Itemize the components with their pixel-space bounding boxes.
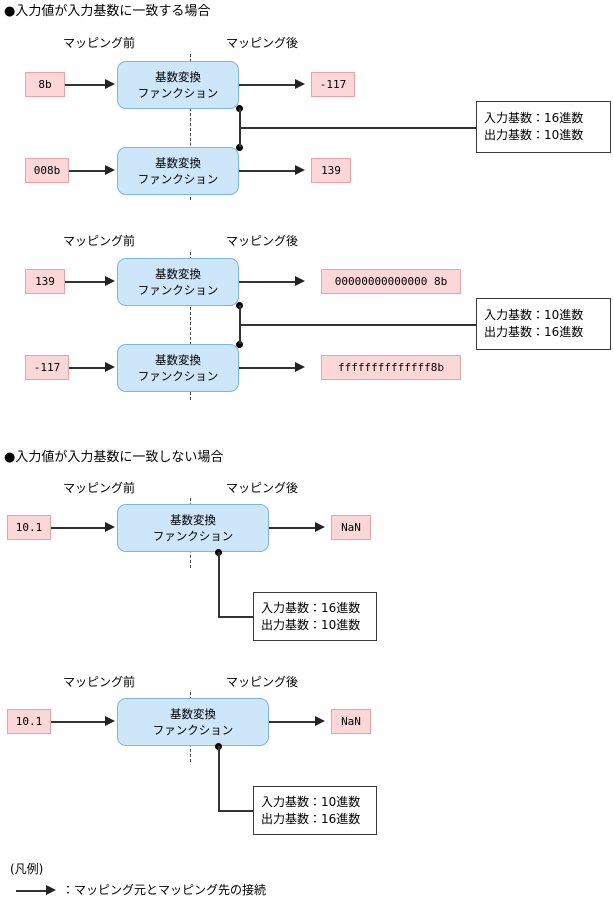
process-label-line2: ファンクション <box>152 723 234 737</box>
process-label-line2: ファンクション <box>152 529 234 543</box>
radix-note-box: 入力基数：10進数 出力基数：16進数 <box>476 298 611 350</box>
process-box: 基数変換 ファンクション <box>117 504 269 552</box>
arrow-icon <box>295 276 305 286</box>
note-line-input-radix: 入力基数：10進数 <box>261 794 361 809</box>
connector-line <box>69 170 107 172</box>
process-label-line1: 基数変換 <box>155 353 201 367</box>
input-value-chip: 8b <box>25 72 65 97</box>
connector-line <box>269 527 317 529</box>
input-value-chip: 10.1 <box>7 709 51 734</box>
junction-dot <box>236 144 243 151</box>
arrow-icon <box>105 362 115 372</box>
note-connector-vertical <box>218 552 220 617</box>
output-value-chip: NaN <box>331 515 371 540</box>
note-line-output-radix: 出力基数：10進数 <box>261 617 361 632</box>
radix-note-box: 入力基数：10進数 出力基数：16進数 <box>253 786 377 835</box>
output-value-chip: -117 <box>311 72 355 97</box>
input-value-chip: -117 <box>25 355 69 380</box>
column-caption-before-4: マッピング前 <box>63 675 136 689</box>
note-line-input-radix: 入力基数：16進数 <box>261 600 361 615</box>
process-label-line2: ファンクション <box>137 283 219 297</box>
note-line-input-radix: 入力基数：10進数 <box>484 308 584 322</box>
note-connector-horizontal <box>239 127 476 129</box>
process-label-line1: 基数変換 <box>155 267 201 281</box>
arrow-icon <box>105 716 115 726</box>
note-line-output-radix: 出力基数：10進数 <box>484 128 584 142</box>
mapping-divider-1 <box>190 54 191 200</box>
column-caption-after-4: マッピング後 <box>226 675 299 689</box>
arrow-icon <box>105 276 115 286</box>
column-caption-after-3: マッピング後 <box>226 481 299 495</box>
arrow-icon <box>295 165 305 175</box>
arrow-icon <box>105 79 115 89</box>
output-value-chip: 00000000000000 8b <box>321 269 461 294</box>
process-label-line2: ファンクション <box>137 172 219 186</box>
note-line-input-radix: 入力基数：16進数 <box>484 111 584 125</box>
connector-line <box>239 367 297 369</box>
mapping-divider-2 <box>190 252 191 400</box>
arrow-icon <box>315 522 325 532</box>
connector-line <box>65 281 107 283</box>
column-caption-after-1: マッピング後 <box>226 36 299 50</box>
radix-note-box: 入力基数：16進数 出力基数：10進数 <box>253 592 377 641</box>
arrow-icon <box>315 716 325 726</box>
process-label-line1: 基数変換 <box>155 156 201 170</box>
legend-arrow-line <box>16 890 48 892</box>
output-value-chip: ffffffffffffff8b <box>321 355 461 380</box>
arrow-icon <box>295 362 305 372</box>
process-box: 基数変換 ファンクション <box>117 258 239 306</box>
connector-line <box>269 721 317 723</box>
note-connector-horizontal <box>218 810 254 812</box>
process-box: 基数変換 ファンクション <box>117 61 239 109</box>
section-heading-match: ●入力値が入力基数に一致する場合 <box>4 4 211 19</box>
output-value-chip: 139 <box>311 158 351 183</box>
column-caption-before-1: マッピング前 <box>63 36 136 50</box>
process-box: 基数変換 ファンクション <box>117 698 269 746</box>
process-box: 基数変換 ファンクション <box>117 344 239 392</box>
process-label-line2: ファンクション <box>137 86 219 100</box>
output-value-chip: NaN <box>331 709 371 734</box>
process-label-line1: 基数変換 <box>170 513 216 527</box>
section-heading-nomatch: ●入力値が入力基数に一致しない場合 <box>4 450 224 465</box>
arrow-icon <box>105 522 115 532</box>
connector-line <box>51 721 107 723</box>
process-box: 基数変換 ファンクション <box>117 147 239 195</box>
column-caption-before-2: マッピング前 <box>63 234 136 248</box>
note-connector-vertical <box>218 746 220 811</box>
legend-title: (凡例) <box>10 862 44 876</box>
note-connector-horizontal <box>218 616 254 618</box>
input-value-chip: 008b <box>25 158 69 183</box>
connector-line <box>69 367 107 369</box>
legend-arrow-description: ：マッピング元とマッピング先の接続 <box>62 883 267 897</box>
connector-line <box>65 84 107 86</box>
column-caption-after-2: マッピング後 <box>226 234 299 248</box>
process-label-line1: 基数変換 <box>155 70 201 84</box>
legend-arrow-icon <box>46 885 56 895</box>
process-label-line1: 基数変換 <box>170 707 216 721</box>
junction-dot <box>236 341 243 348</box>
input-value-chip: 139 <box>25 269 65 294</box>
column-caption-before-3: マッピング前 <box>63 481 136 495</box>
connector-line <box>51 527 107 529</box>
note-line-output-radix: 出力基数：16進数 <box>484 325 584 339</box>
note-line-output-radix: 出力基数：16進数 <box>261 811 361 826</box>
arrow-icon <box>105 165 115 175</box>
connector-line <box>239 84 297 86</box>
connector-line <box>239 281 297 283</box>
note-connector-horizontal <box>239 324 476 326</box>
radix-note-box: 入力基数：16進数 出力基数：10進数 <box>476 101 611 153</box>
connector-line <box>239 170 297 172</box>
arrow-icon <box>295 79 305 89</box>
input-value-chip: 10.1 <box>7 515 51 540</box>
process-label-line2: ファンクション <box>137 369 219 383</box>
